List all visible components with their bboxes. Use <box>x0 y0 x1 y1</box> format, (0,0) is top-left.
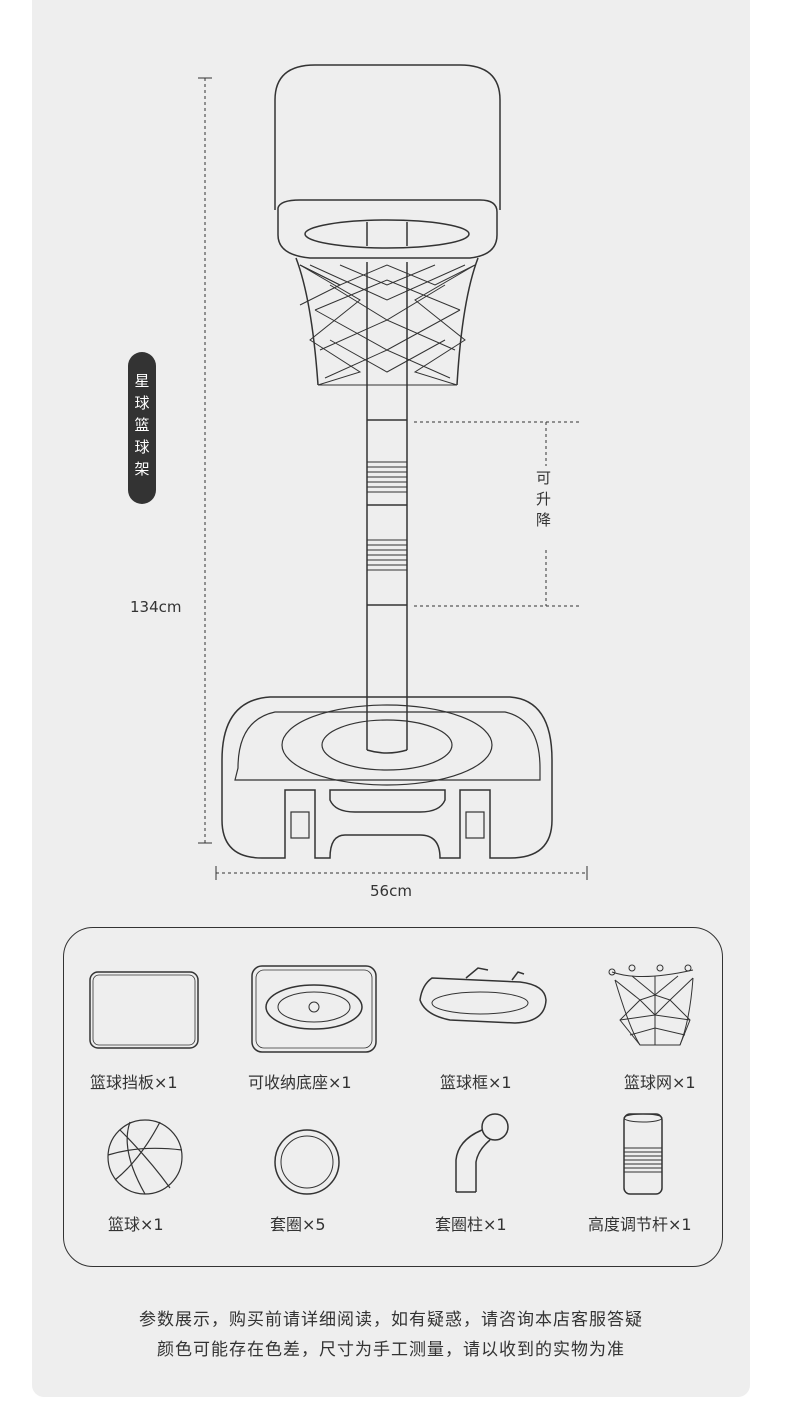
part-label-net: 篮球网×1 <box>624 1073 696 1092</box>
part-label-backboard: 篮球挡板×1 <box>90 1073 178 1092</box>
adjust-pole-icon <box>623 1113 663 1195</box>
product-name-tag: 星球篮球架 <box>128 352 156 504</box>
hoop-rim-icon <box>419 967 547 1024</box>
part-label-adjust-pole: 高度调节杆×1 <box>588 1215 692 1234</box>
base-icon <box>251 965 377 1053</box>
part-label-ring: 套圈×5 <box>270 1215 326 1234</box>
parts-icons <box>89 964 694 1195</box>
part-label-base: 可收纳底座×1 <box>248 1073 352 1092</box>
part-label-ring-pole: 套圈柱×1 <box>435 1215 507 1234</box>
net-icon <box>608 964 694 1046</box>
notice-line-1: 参数展示，购买前请详细阅读，如有疑惑，请咨询本店客服答疑 <box>139 1310 643 1330</box>
backboard-icon <box>89 971 199 1049</box>
basketball-icon <box>107 1119 183 1195</box>
product-name: 星球篮球架 <box>132 373 151 483</box>
height-label: 134cm <box>130 598 182 616</box>
notice-line-2: 颜色可能存在色差，尺寸为手工测量，请以收到的实物为准 <box>157 1340 625 1360</box>
basketball-stand-drawing <box>198 64 588 880</box>
part-label-basketball: 篮球×1 <box>108 1215 164 1234</box>
part-label-rim: 篮球框×1 <box>440 1073 512 1092</box>
adjustable-label: 可升降 <box>534 470 552 533</box>
ring-pole-icon <box>455 1113 509 1193</box>
width-label: 56cm <box>370 882 412 900</box>
ring-icon <box>274 1129 340 1195</box>
parts-list-box <box>63 927 723 1267</box>
backboard-outline <box>274 64 501 210</box>
